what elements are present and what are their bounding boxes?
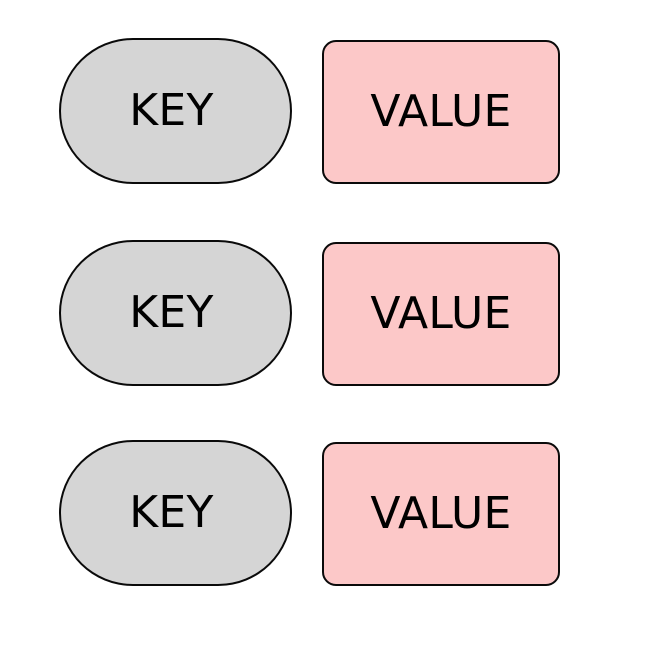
value-node[interactable]: VALUE bbox=[322, 442, 560, 586]
value-node-label: VALUE bbox=[370, 288, 512, 339]
key-node[interactable]: KEY bbox=[59, 240, 292, 386]
value-node[interactable]: VALUE bbox=[322, 40, 560, 184]
value-node-label: VALUE bbox=[370, 488, 512, 539]
key-node[interactable]: KEY bbox=[59, 38, 292, 184]
value-node-label: VALUE bbox=[370, 86, 512, 137]
key-node-label: KEY bbox=[129, 85, 214, 136]
key-value-row: KEY VALUE bbox=[0, 239, 669, 387]
key-node-label: KEY bbox=[129, 487, 214, 538]
key-value-row: KEY VALUE bbox=[0, 37, 669, 185]
value-node[interactable]: VALUE bbox=[322, 242, 560, 386]
key-node-label: KEY bbox=[129, 287, 214, 338]
key-node[interactable]: KEY bbox=[59, 440, 292, 586]
key-value-row: KEY VALUE bbox=[0, 439, 669, 587]
